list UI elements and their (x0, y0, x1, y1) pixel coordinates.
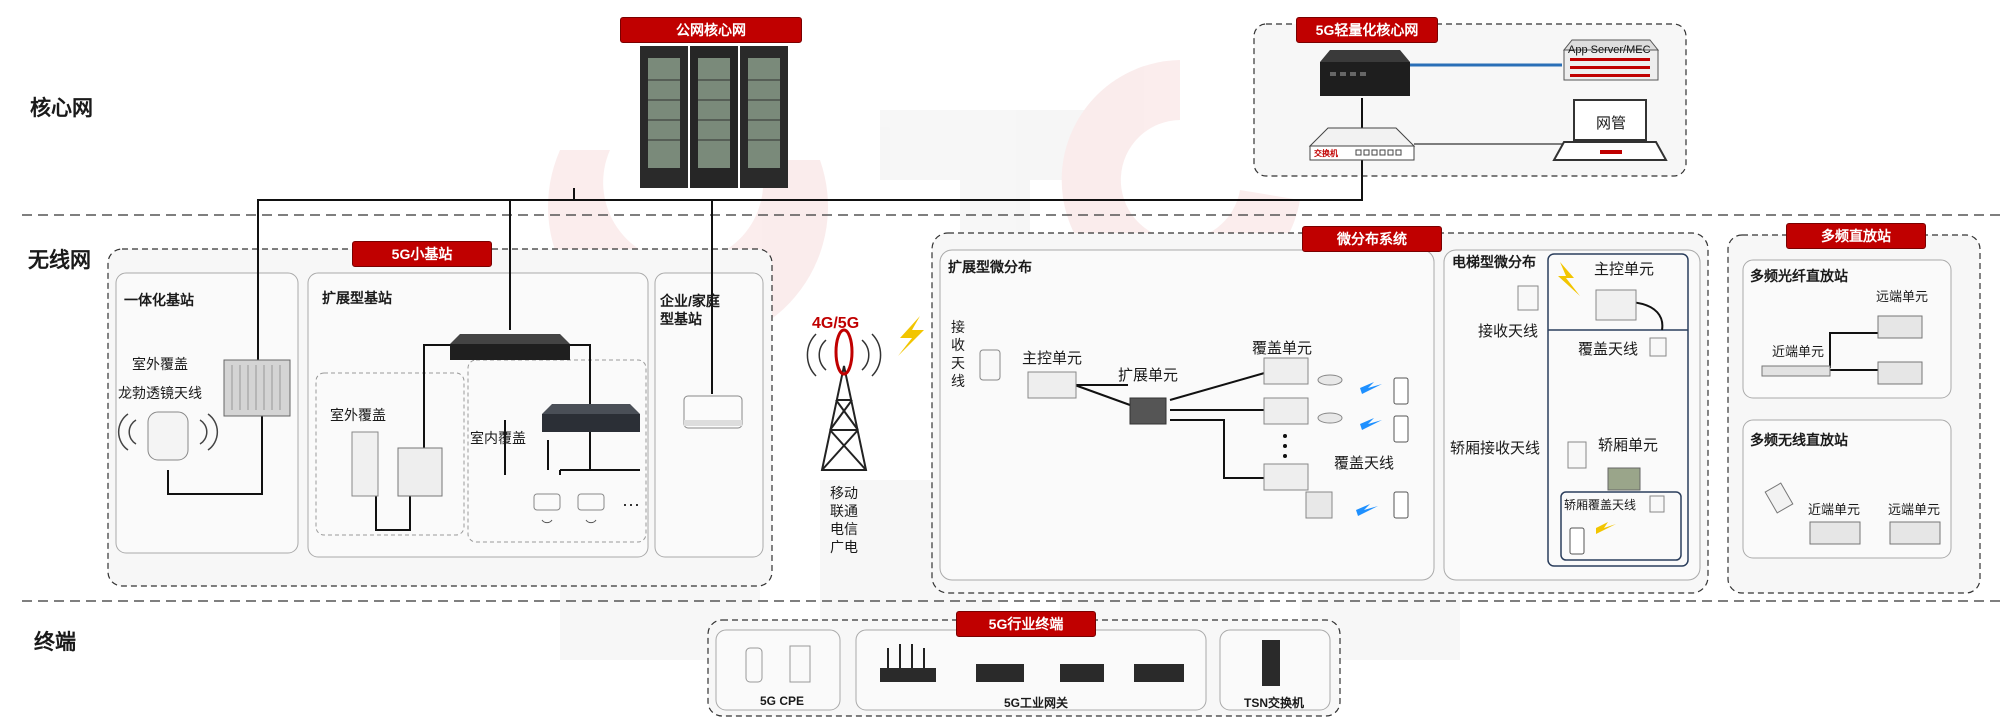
signal-waves-left (117, 413, 219, 451)
car-cover-ant-label: 轿厢覆盖天线 (1564, 498, 1637, 512)
tsn-switch-icon (1262, 640, 1280, 686)
fiber-link (1829, 332, 1878, 371)
elevator-cover-ant-label: 覆盖天线 (1578, 341, 1639, 358)
wireless-near-label: 近端单元 (1808, 502, 1861, 517)
car-unit-icon (1607, 467, 1641, 491)
tower-top-icon (834, 328, 854, 376)
car-lightning-icon (1596, 522, 1616, 534)
ext-micro-title: 扩展型微分布 (948, 259, 1032, 275)
ellipsis-dots (1283, 434, 1287, 458)
fiber-remote-label: 远端单元 (1876, 289, 1929, 304)
core-layer-label: 核心网 (30, 97, 93, 120)
lightning-icon (898, 316, 924, 356)
car-rx-label: 轿厢接收天线 (1450, 440, 1541, 457)
enterprise-station-icon (683, 395, 743, 429)
wireless-units-icons (1809, 521, 1941, 545)
cover-unit-icons (1263, 357, 1309, 491)
extended-title: 扩展型基站 (322, 290, 392, 306)
integrated-base-station-icon (223, 359, 291, 417)
gateway-label: 5G工业网关 (1004, 696, 1069, 710)
cell-tower-icon (820, 365, 868, 471)
wireless-remote-label: 远端单元 (1888, 502, 1941, 517)
app-server-icon (1562, 39, 1660, 81)
car-rx-antenna-icon (1567, 441, 1587, 469)
elevator-rx-label: 接收天线 (1478, 323, 1539, 340)
indoor-ap-icons (533, 493, 605, 511)
micro-ext-to-cover (1072, 371, 1269, 479)
light-core-server-icon (1320, 50, 1410, 96)
light-core-tag: 5G轻量化核心网 (1296, 17, 1438, 43)
backbone-line (257, 160, 1363, 360)
integrated-link (167, 405, 263, 495)
car-cover-antenna-icon (1649, 495, 1665, 513)
wireless-layer-label: 无线网 (28, 249, 91, 272)
blue-signal-icons (1356, 382, 1382, 516)
elevator-subbox (1443, 249, 1701, 581)
elevator-shaft-box (1547, 253, 1689, 567)
cpe-icons (745, 645, 811, 683)
integrated-subbox (115, 272, 299, 554)
fiber-near-label: 近端单元 (1772, 344, 1825, 359)
multi-repeater-tag: 多频直放站 (1786, 223, 1926, 249)
outdoor-cover-label-2: 室外覆盖 (330, 407, 386, 423)
car-unit-label: 轿厢单元 (1598, 437, 1659, 454)
elevator-cover-antenna-icon (1649, 337, 1667, 357)
operators-label: 移动联通电信广电 (830, 485, 858, 555)
outdoor-rru-icon (397, 447, 443, 497)
nms-laptop-icon (1552, 99, 1668, 161)
elevator-title: 电梯型微分布 (1452, 254, 1536, 270)
cover-unit-label: 覆盖单元 (1252, 340, 1313, 357)
extended-bbu-icon (450, 334, 570, 360)
gateway-icons (880, 644, 1184, 682)
fiber-remote-unit-icons (1877, 315, 1923, 385)
ext-main-unit-icon (1027, 371, 1077, 399)
tower-label: 4G/5G (812, 315, 860, 332)
ext-main-unit-label: 主控单元 (1022, 350, 1083, 367)
terminal-layer-label: 终端 (34, 631, 76, 654)
ext-unit-label: 扩展单元 (1118, 367, 1179, 384)
outdoor-link (375, 470, 411, 531)
integrated-title: 一体化基站 (124, 292, 194, 308)
enterprise-title: 企业/家庭型基站 (660, 293, 720, 327)
ceiling-antenna-icons (1305, 374, 1343, 519)
micro-main-to-ext (1071, 383, 1131, 406)
app-server-label: App Server/MEC (1568, 44, 1651, 56)
outdoor-cover-label-1: 室外覆盖 (132, 356, 188, 372)
elevator-rx-antenna-icon (1517, 285, 1539, 311)
indoor-waves (541, 519, 597, 524)
public-core-cabinets (640, 46, 788, 188)
micro-dist-tag: 微分布系统 (1302, 226, 1442, 252)
ext-micro-rx-antenna-icon (979, 349, 1001, 381)
nms-label: 网管 (1596, 115, 1627, 132)
elevator-lightning-icon (1558, 262, 1580, 296)
indoor-more-dots: ··· (622, 494, 640, 514)
car-box (1560, 491, 1682, 561)
industry-terminal-tag: 5G行业终端 (956, 611, 1096, 637)
luneburg-antenna-icon (147, 411, 189, 461)
switch-icon (1308, 127, 1416, 161)
small-station-tag: 5G小基站 (352, 241, 492, 267)
cpe-label: 5G CPE (760, 694, 805, 708)
public-core-tag: 公网核心网 (620, 17, 802, 43)
luneburg-label: 龙勃透镜天线 (118, 385, 202, 401)
wireless-near-antenna-icon (1764, 482, 1794, 514)
cover-antenna-label: 覆盖天线 (1334, 455, 1395, 472)
indoor-switch-icon (542, 404, 640, 432)
outdoor-antenna-icon (351, 431, 379, 497)
outdoor-cover-subbox (315, 372, 465, 536)
tsn-label: TSN交换机 (1244, 696, 1305, 710)
ext-micro-rx-label: 接收天线 (951, 319, 965, 389)
wireless-repeater-title: 多频无线直放站 (1750, 432, 1848, 448)
indoor-cover-label: 室内覆盖 (470, 430, 526, 446)
elevator-main-unit-icon (1595, 289, 1637, 321)
ext-unit-icon (1129, 397, 1167, 425)
fiber-near-unit-icon (1761, 365, 1831, 377)
tower-waves (806, 333, 882, 377)
elevator-main-label: 主控单元 (1594, 261, 1655, 278)
ext-micro-subbox (939, 249, 1435, 581)
fiber-repeater-title: 多频光纤直放站 (1750, 268, 1848, 284)
phone-icons (1393, 377, 1585, 555)
switch-label: 交换机 (1314, 149, 1338, 158)
